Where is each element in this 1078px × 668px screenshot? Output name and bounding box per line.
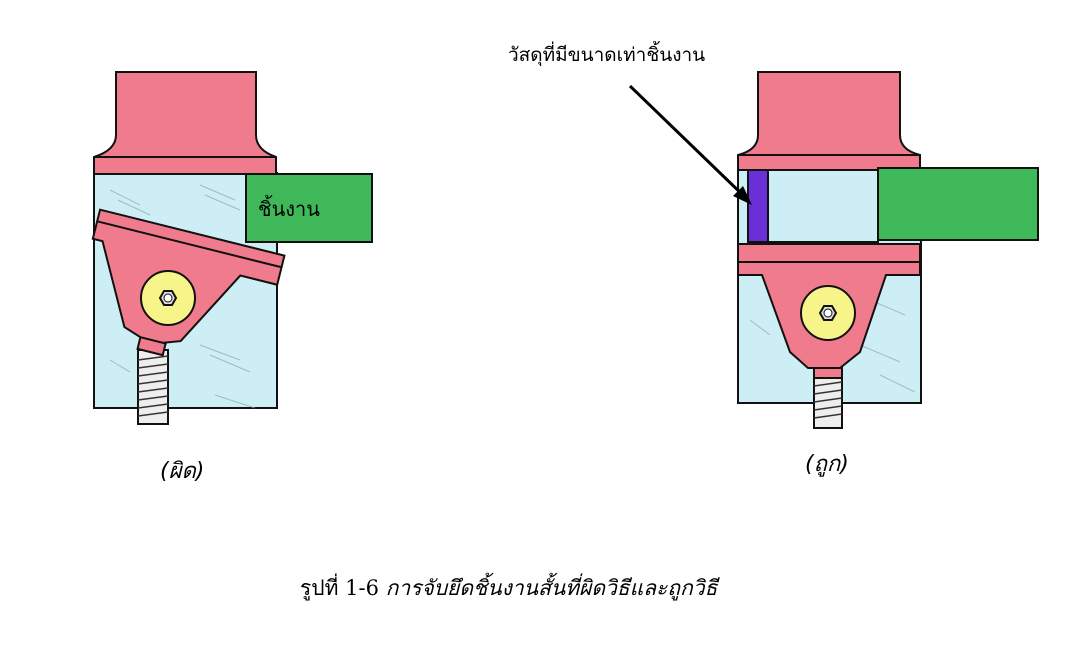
screw-right: [813, 377, 843, 429]
pointer-arrow: [628, 84, 750, 202]
correct-setup: [628, 71, 1039, 429]
screw-threads-left: [137, 355, 169, 417]
clamped-workpiece-outline: [767, 169, 879, 243]
label-wrong: (ผิด): [160, 459, 205, 484]
label-equal-size-material: วัสดุที่มีขนาดเท่าชิ้นงาน: [508, 44, 706, 66]
figure-number: รูปที่ 1-6: [300, 576, 379, 600]
tilted-jaw-left: [91, 208, 286, 357]
upper-jaw-left: [93, 71, 277, 175]
label-workpiece: ชิ้นงาน: [258, 197, 320, 221]
screw-threads-right: [813, 381, 843, 419]
label-correct: (ถูก): [805, 452, 849, 477]
workpiece-block-right: [877, 167, 1039, 241]
wrong-setup: [91, 71, 373, 425]
glass-hatch-left: [109, 184, 256, 409]
figure-title: การจับยึดชิ้นงานสั้นที่ผิดวิธีและถูกวิธี: [385, 576, 718, 600]
arrow-head-icon: [733, 186, 752, 205]
spacer-block: [747, 169, 769, 243]
figure-caption: รูปที่ 1-6 การจับยึดชิ้นงานสั้นที่ผิดวิธ…: [300, 572, 717, 605]
workpiece-block: [245, 173, 373, 243]
